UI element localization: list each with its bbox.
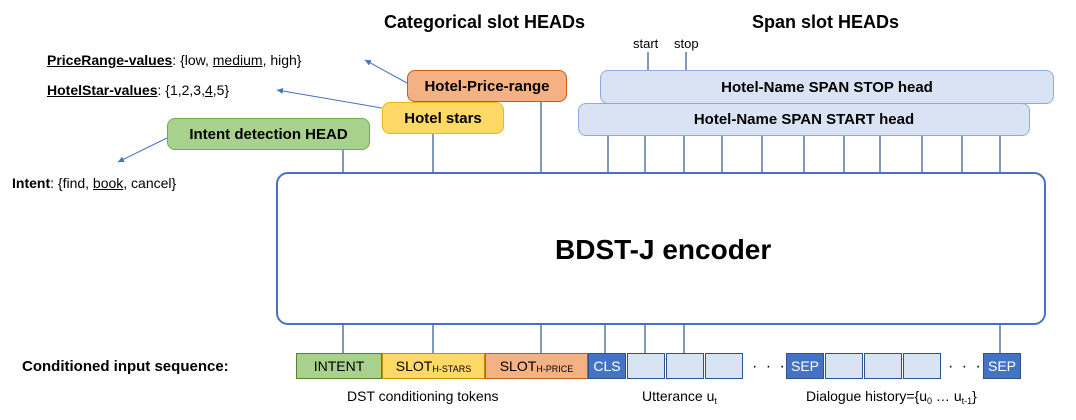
history-caption-pre: Dialogue history={u: [806, 388, 928, 404]
token-sep: SEP: [786, 353, 824, 379]
categorical-heads-title: Categorical slot HEADs: [384, 12, 586, 32]
intent-values-pre: : {find,: [50, 175, 93, 191]
token-history: [825, 353, 863, 379]
dialogue-history-caption: Dialogue history={u0 … ut-1}: [806, 388, 977, 406]
utterance-caption-text: Utterance u: [642, 388, 715, 404]
intent-selected: book: [92, 175, 124, 191]
intent-detection-head: Intent detection HEAD: [167, 118, 370, 150]
span-stop-head: Hotel-Name SPAN STOP head: [600, 70, 1054, 104]
token-utterance: [666, 353, 704, 379]
utterance-caption: Utterance ut: [642, 388, 717, 406]
history-caption-sub0: 0: [927, 396, 933, 406]
utterance-caption-sub: t: [714, 396, 717, 406]
hotel-star-values: HotelStar-values: {1,2,3,4,5}: [47, 82, 229, 98]
intent-arrow: [117, 137, 168, 163]
price-range-selected: medium: [212, 52, 263, 68]
token-history: [903, 353, 941, 379]
token-sep-end: SEP: [983, 353, 1021, 379]
token-slot-stars-sub: H-STARS: [432, 364, 472, 374]
history-caption-mid: … u: [932, 388, 962, 404]
token-utterance: [705, 353, 743, 379]
intent-values: Intent: {find, book, cancel}: [12, 175, 176, 191]
hotel-stars-head: Hotel stars: [382, 102, 504, 134]
price-range-values-label: PriceRange-values: [47, 52, 173, 68]
dst-conditioning-caption: DST conditioning tokens: [347, 388, 499, 404]
hotel-star-values-label: HotelStar-values: [47, 82, 158, 98]
hotel-star-selected: 4: [204, 82, 213, 98]
token-slot-price-main: SLOT: [499, 358, 537, 374]
encoder-label: BDST-J encoder: [555, 234, 772, 265]
price-range-values: PriceRange-values: {low, medium, high}: [47, 52, 302, 68]
span-heads-title: Span slot HEADs: [752, 12, 900, 32]
span-start-head: Hotel-Name SPAN START head: [578, 103, 1030, 136]
intent-values-post: , cancel}: [123, 175, 177, 191]
sequence-label: Conditioned input sequence:: [22, 358, 229, 375]
token-cls: CLS: [588, 353, 626, 379]
history-ellipsis: · · ·: [948, 358, 983, 375]
token-intent: INTENT: [296, 353, 382, 379]
history-caption-sub1: t-1: [961, 396, 973, 406]
hotel-star-values-post: ,5}: [212, 82, 230, 98]
token-history: [864, 353, 902, 379]
utterance-ellipsis: · · ·: [752, 358, 787, 375]
price-arrow: [364, 59, 408, 84]
intent-values-label: Intent: [12, 175, 51, 191]
hotel-price-range-head: Hotel-Price-range: [407, 70, 567, 102]
stop-label: stop: [674, 36, 699, 51]
bdst-j-encoder: [276, 172, 1046, 325]
token-slot-stars-main: SLOT: [395, 358, 433, 374]
stars-arrow: [276, 88, 383, 109]
history-caption-post: }: [972, 388, 977, 404]
hotel-star-values-pre: : {1,2,3,: [157, 82, 205, 98]
token-slot-price-sub: H-PRICE: [536, 364, 574, 374]
start-label: start: [633, 36, 659, 51]
token-utterance: [627, 353, 665, 379]
price-range-values-pre: : {low,: [172, 52, 213, 68]
price-range-values-post: , high}: [262, 52, 302, 68]
